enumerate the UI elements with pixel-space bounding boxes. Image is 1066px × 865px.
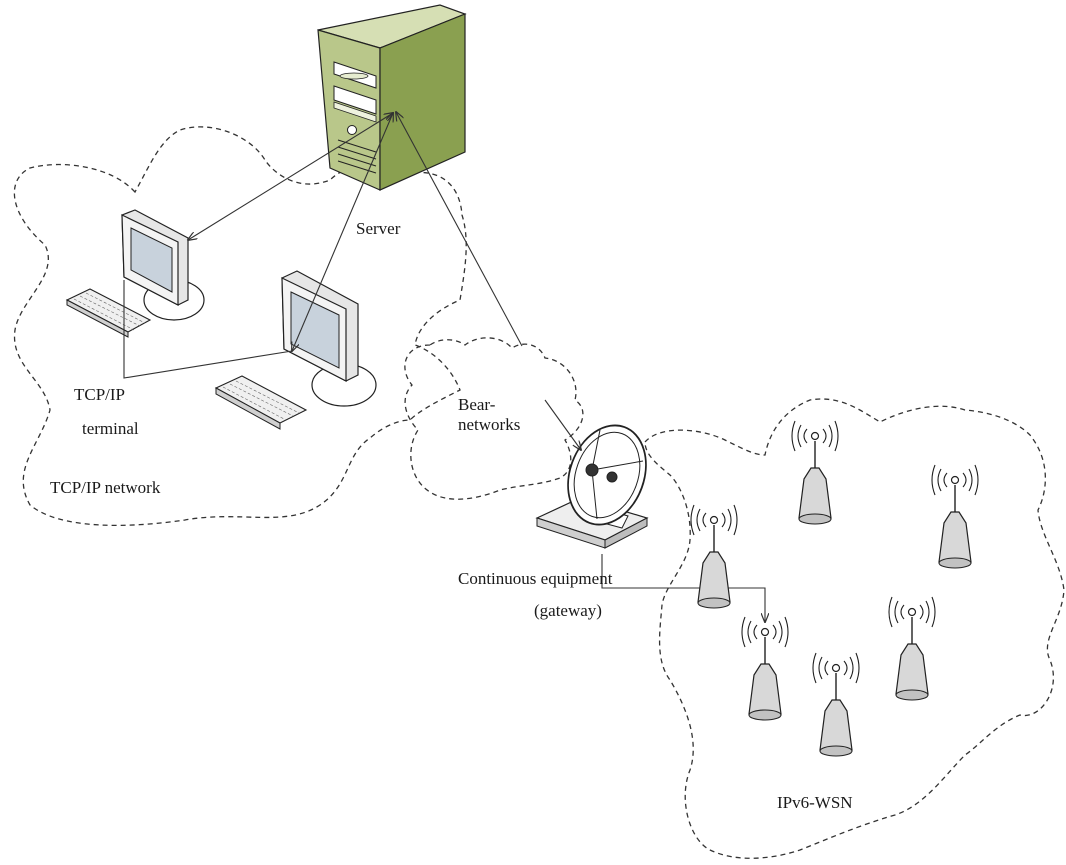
computer-icon: [281, 270, 377, 407]
wireless-sensor-icon: [741, 616, 789, 721]
link-bear-gateway: [544, 399, 581, 450]
gateway-label-line2: (gateway): [534, 601, 602, 620]
satellite-dish-icon: [535, 424, 649, 549]
tcpip-network-label: TCP/IP network: [50, 478, 161, 497]
bear-networks-label-line2: networks: [458, 415, 520, 434]
keyboard-icon: [214, 375, 308, 430]
ipv6-wsn-region: [644, 398, 1065, 859]
link-tcpip-terminal: [123, 280, 293, 379]
link-server-computer2: [292, 113, 393, 351]
link-bear-server: [396, 112, 523, 347]
wireless-sensor-icon: [690, 504, 738, 609]
server-label: Server: [356, 219, 401, 238]
tcpip-label: TCP/IP: [74, 385, 125, 404]
tcpip-network-region: [13, 126, 467, 527]
bear-networks-region: [404, 337, 584, 500]
wireless-sensor-nodes: [690, 420, 979, 757]
computer-icon: [121, 209, 205, 321]
keyboard-icon: [65, 288, 152, 338]
bear-networks-label-line1: Bear-: [458, 395, 496, 414]
wireless-sensor-icon: [888, 596, 936, 701]
wireless-sensor-icon: [791, 420, 839, 525]
gateway-label-line1: Continuous equipment: [458, 569, 613, 588]
terminal-label: terminal: [82, 419, 139, 438]
link-gateway-wsn: [601, 554, 765, 622]
server-icon: [317, 4, 467, 191]
ipv6-wsn-label: IPv6-WSN: [777, 793, 853, 812]
wireless-sensor-icon: [931, 464, 979, 569]
wireless-sensor-icon: [812, 652, 860, 757]
